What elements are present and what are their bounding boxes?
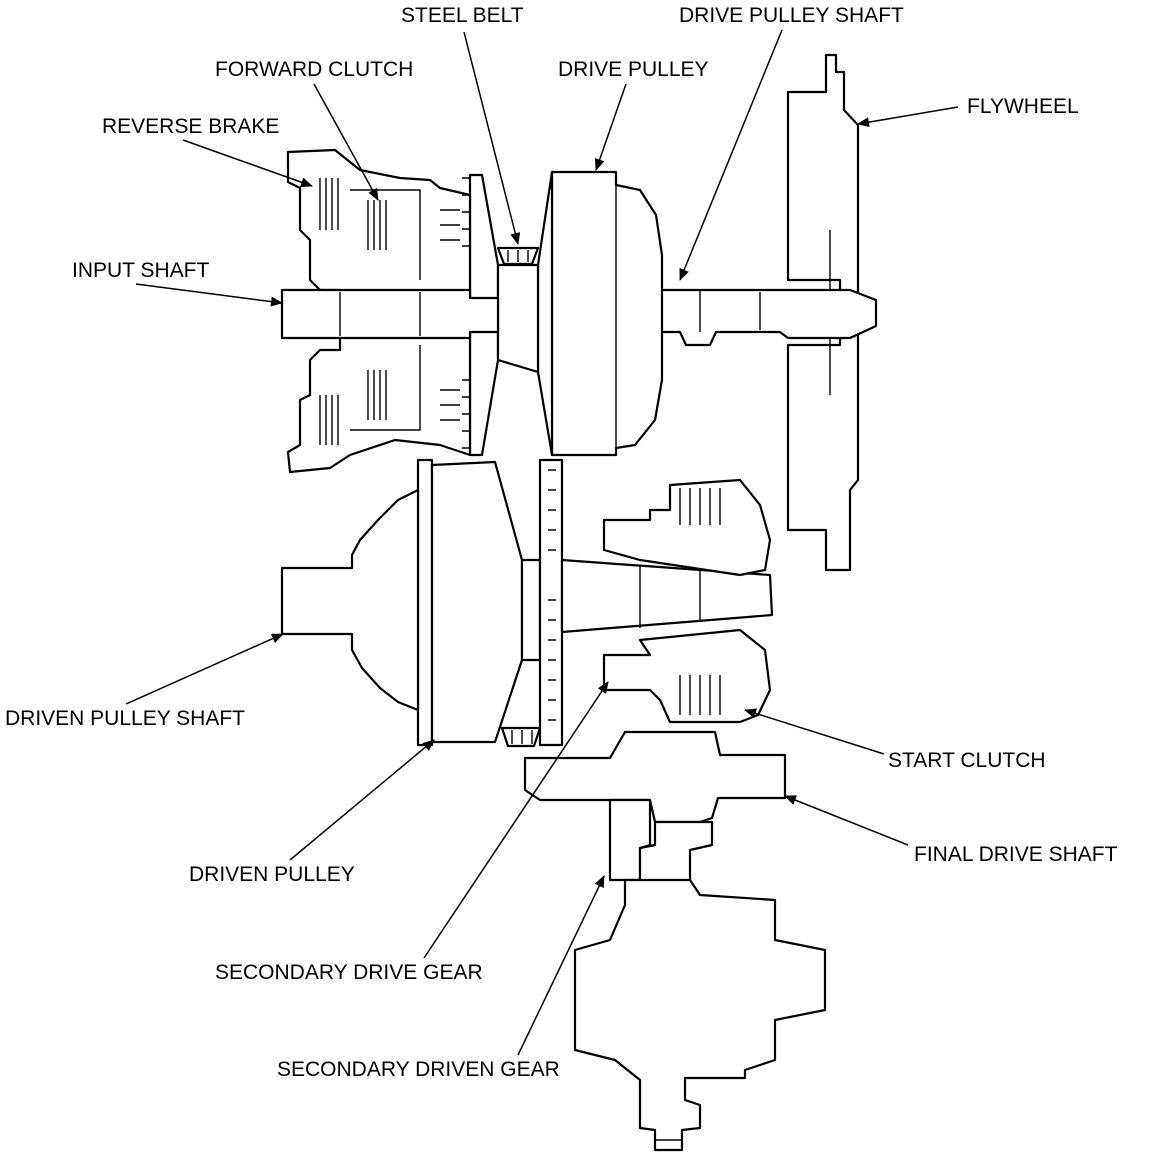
final-drive-shaft-label: FINAL DRIVE SHAFT <box>914 843 1118 866</box>
driven-pulley-shaft-label: DRIVEN PULLEY SHAFT <box>5 707 245 730</box>
final-drive-shaft-leader <box>784 795 909 846</box>
secondary-drive-gear-label: SECONDARY DRIVE GEAR <box>215 961 483 984</box>
reverse-brake-label: REVERSE BRAKE <box>102 115 279 138</box>
flywheel-label: FLYWHEEL <box>967 95 1079 118</box>
differential-part <box>573 798 827 1152</box>
steel-belt-top-part <box>496 246 540 266</box>
steel-belt-label: STEEL BELT <box>401 4 524 27</box>
drive-pulley-shaft-label: DRIVE PULLEY SHAFT <box>679 4 904 27</box>
steel-belt-leader <box>463 31 521 245</box>
driven-pulley-leader <box>289 739 435 861</box>
start-clutch-leader <box>744 708 885 755</box>
drive-pulley-part <box>536 170 664 457</box>
final-drive-shaft-part <box>523 730 787 824</box>
secondary-drive-gear-leader <box>423 681 609 959</box>
start-clutch-part <box>602 478 772 724</box>
drive-pulley-leader <box>594 83 627 171</box>
input-shaft-label: INPUT SHAFT <box>72 259 209 282</box>
drive-pulley-label: DRIVE PULLEY <box>558 58 709 81</box>
reverse-brake-leader <box>182 139 313 188</box>
driven-pulley-label: DRIVEN PULLEY <box>189 863 355 886</box>
driven-pulley-shaft-leader <box>125 633 284 705</box>
flywheel-part <box>786 53 860 572</box>
forward-clutch-label: FORWARD CLUTCH <box>215 58 413 81</box>
drive-pulley-shaft-leader <box>679 29 783 281</box>
secondary-driven-gear-label: SECONDARY DRIVEN GEAR <box>277 1058 560 1081</box>
driven-pulley-part <box>416 458 564 748</box>
secondary-driven-gear-leader <box>517 875 605 1056</box>
flywheel-leader <box>857 106 959 128</box>
start-clutch-label: START CLUTCH <box>888 749 1046 772</box>
drive-pulley-shaft-part <box>658 288 878 347</box>
input-shaft-part <box>280 288 500 340</box>
forward-clutch-leader <box>313 83 379 201</box>
input-shaft-leader <box>135 283 283 307</box>
